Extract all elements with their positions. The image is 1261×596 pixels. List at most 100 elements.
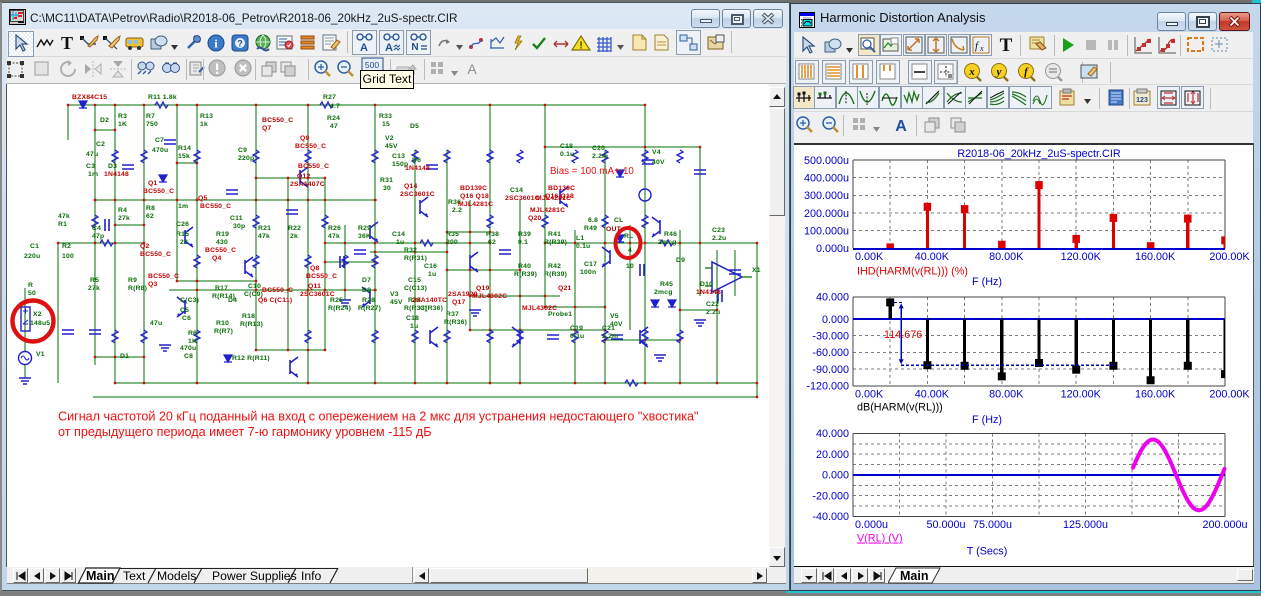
svg-text:2.2u: 2.2u: [712, 235, 726, 242]
svg-text:470u: 470u: [152, 147, 168, 154]
svg-text:Q3: Q3: [148, 281, 157, 288]
svg-text:430: 430: [216, 239, 228, 246]
svg-text:R46: R46: [664, 231, 677, 238]
svg-text:D6: D6: [412, 157, 421, 164]
svg-text:OUT: OUT: [606, 226, 622, 233]
svg-text:470u: 470u: [180, 345, 196, 352]
svg-text:R24: R24: [327, 115, 340, 122]
svg-text:?: ?: [237, 39, 243, 49]
svg-text:45V: 45V: [385, 143, 398, 150]
svg-text:100: 100: [62, 253, 74, 260]
svg-text:V4: V4: [652, 149, 661, 156]
svg-text:T (Secs): T (Secs): [967, 546, 1008, 558]
svg-text:R(R24): R(R24): [328, 305, 351, 312]
svg-text:BC550_C: BC550_C: [262, 287, 293, 294]
svg-text:1u: 1u: [428, 271, 436, 278]
svg-text:R(R14): R(R14): [212, 293, 235, 300]
svg-text:300.000u: 300.000u: [804, 190, 849, 202]
svg-text:BC550_C: BC550_C: [143, 188, 174, 195]
svg-text:BC550_C: BC550_C: [205, 247, 236, 254]
svg-text:R31: R31: [380, 177, 393, 184]
svg-text:R: R: [28, 282, 33, 289]
svg-text:1K: 1K: [118, 121, 127, 128]
svg-text:220p: 220p: [238, 155, 254, 162]
svg-text:Q20: Q20: [528, 215, 541, 222]
svg-text:C(R36): C(R36): [420, 305, 443, 312]
svg-text:BC550_C: BC550_C: [200, 203, 231, 210]
svg-text:120.00K: 120.00K: [1061, 388, 1102, 400]
svg-text:R(R31): R(R31): [404, 255, 427, 262]
svg-text:36K: 36K: [358, 233, 371, 240]
svg-text:2mcg: 2mcg: [654, 289, 673, 296]
svg-text:160.00K: 160.00K: [1135, 251, 1176, 263]
svg-text:47u: 47u: [86, 151, 98, 158]
svg-text:R4: R4: [118, 207, 127, 214]
svg-text:BD139C: BD139C: [548, 185, 575, 192]
svg-text:50: 50: [28, 290, 36, 297]
svg-text:R12 R(R11): R12 R(R11): [232, 355, 270, 362]
svg-text:R19: R19: [216, 231, 229, 238]
svg-text:Bias = 100 mA+-10: Bias = 100 mA+-10: [550, 166, 634, 177]
svg-text:-90.000: -90.000: [812, 364, 849, 376]
svg-text:Q6 C(C11): Q6 C(C11): [258, 297, 292, 304]
svg-text:0.000u: 0.000u: [816, 243, 849, 255]
svg-text:Сигнал частотой 20 кГц поданны: Сигнал частотой 20 кГц поданный на вход …: [58, 410, 699, 424]
svg-text:BC550_C: BC550_C: [148, 273, 179, 280]
svg-text:Info: Info: [301, 569, 322, 583]
svg-text:C10: C10: [248, 283, 261, 290]
svg-text:750: 750: [146, 121, 158, 128]
svg-text:C17: C17: [584, 261, 597, 268]
svg-text:Q12: Q12: [297, 173, 310, 180]
svg-text:148u5: 148u5: [30, 320, 50, 327]
svg-text:C18: C18: [406, 315, 419, 322]
svg-text:R38: R38: [486, 231, 499, 238]
svg-text:C14: C14: [392, 231, 405, 238]
svg-text:C9: C9: [238, 147, 247, 154]
svg-text:!: !: [579, 41, 582, 52]
svg-text:R22: R22: [288, 225, 301, 232]
svg-text:D5: D5: [410, 123, 419, 130]
svg-text:47k: 47k: [328, 233, 340, 240]
svg-text:f: f: [1024, 66, 1029, 78]
svg-text:6.8: 6.8: [588, 217, 598, 224]
svg-text:V1: V1: [36, 351, 45, 358]
svg-text:R3: R3: [118, 113, 127, 120]
svg-text:Main: Main: [86, 569, 114, 583]
svg-text:D8: D8: [362, 287, 371, 294]
svg-text:V5: V5: [610, 313, 619, 320]
svg-text:F (Hz): F (Hz): [972, 414, 1002, 426]
svg-text:2k: 2k: [290, 233, 298, 240]
svg-text:40.00K: 40.00K: [915, 251, 950, 263]
svg-text:114.676: 114.676: [884, 329, 922, 341]
svg-text:R(R36): R(R36): [444, 319, 467, 326]
svg-text:R21: R21: [258, 225, 271, 232]
svg-text:R(R7): R(R7): [214, 328, 233, 335]
svg-text:Q17: Q17: [452, 299, 465, 306]
svg-text:0.00K: 0.00K: [855, 251, 884, 263]
svg-text:80.00K: 80.00K: [989, 388, 1024, 400]
svg-text:BZX84C15: BZX84C15: [72, 94, 107, 101]
svg-text:R26: R26: [328, 225, 341, 232]
svg-text:123: 123: [1136, 97, 1148, 104]
svg-text:Q4: Q4: [212, 255, 221, 262]
svg-text:0.000u: 0.000u: [855, 519, 888, 531]
svg-text:V(RL) (V): V(RL) (V): [857, 533, 903, 545]
svg-text:MJL4281C: MJL4281C: [530, 207, 565, 214]
svg-text:от предыдущего периода имеет 7: от предыдущего периода имеет 7-ю гармони…: [58, 425, 432, 439]
svg-text:0.000: 0.000: [822, 470, 849, 482]
svg-text:BD139C: BD139C: [460, 185, 487, 192]
svg-text:-60.000: -60.000: [812, 347, 849, 359]
svg-text:40.00K: 40.00K: [915, 388, 950, 400]
svg-text:2.2u: 2.2u: [706, 309, 720, 316]
svg-text:40V: 40V: [610, 321, 623, 328]
svg-text:y: y: [995, 66, 1002, 78]
svg-text:0.00K: 0.00K: [855, 388, 884, 400]
svg-text:i: i: [214, 37, 218, 51]
svg-text:C26: C26: [176, 221, 189, 228]
svg-text:Main: Main: [900, 569, 928, 583]
svg-text:BC550_C: BC550_C: [295, 143, 326, 150]
svg-text:R14: R14: [178, 145, 191, 152]
svg-text:2SA1407C: 2SA1407C: [290, 181, 325, 188]
svg-text:R37: R37: [446, 311, 459, 318]
svg-text:R42: R42: [548, 263, 561, 270]
